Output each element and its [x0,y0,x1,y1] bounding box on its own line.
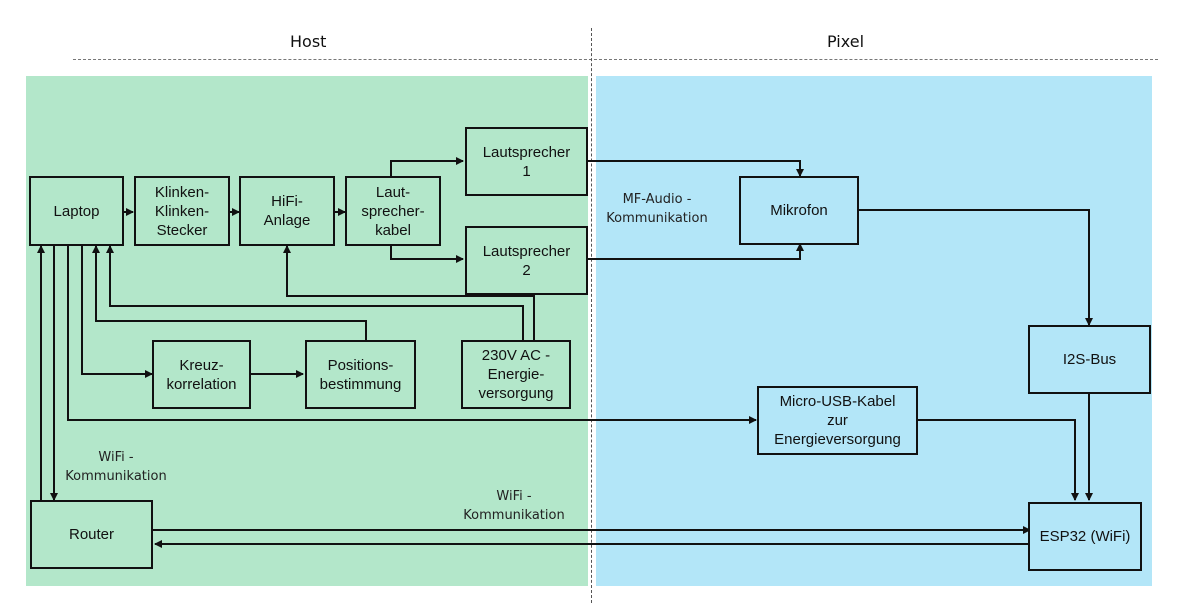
klinken-stecker-block: Klinken- Klinken- Stecker [134,176,230,246]
lautsprecherkabel-block: Laut- sprecher- kabel [345,176,441,246]
wifi-label-left: WiFi - Kommunikation [65,450,167,484]
header-divider [73,59,1158,60]
region-divider [591,28,592,603]
lautsprecher-1-block: Lautsprecher 1 [465,127,588,196]
wire-usb-esp32 [918,419,1079,501]
host-header: Host [290,32,327,51]
lautsprecher-2-block: Lautsprecher 2 [465,226,588,295]
wire-position-laptop [92,245,367,340]
hifi-anlage-block: HiFi- Anlage [239,176,335,246]
esp32-block: ESP32 (WiFi) [1028,502,1142,571]
wire-kabel-ls2 [390,244,464,263]
wifi-label-mid: WiFi - Kommunikation [463,489,565,523]
wire-ls1-mikrofon [587,160,804,177]
kreuzkorrelation-block: Kreuz- korrelation [152,340,251,409]
wire-ls2-mikrofon [587,243,804,260]
wire-power-hifi [283,245,535,340]
wire-power-laptop [106,245,524,340]
pixel-header: Pixel [827,32,865,51]
wire-mikrofon-i2s [857,209,1093,326]
wire-laptop-kreuz [81,246,153,378]
wire-laptop-usb [67,246,757,424]
laptop-block: Laptop [29,176,124,246]
wire-kabel-ls1 [390,157,464,177]
i2s-bus-block: I2S-Bus [1028,325,1151,394]
positionsbestimmung-block: Positions- bestimmung [305,340,416,409]
micro-usb-block: Micro-USB-Kabel zur Energieversorgung [757,386,918,455]
mikrofon-block: Mikrofon [739,176,859,245]
router-block: Router [30,500,153,569]
power-230v-block: 230V AC - Energie- versorgung [461,340,571,409]
mf-audio-label: MF-Audio - Kommunikation [606,192,708,226]
